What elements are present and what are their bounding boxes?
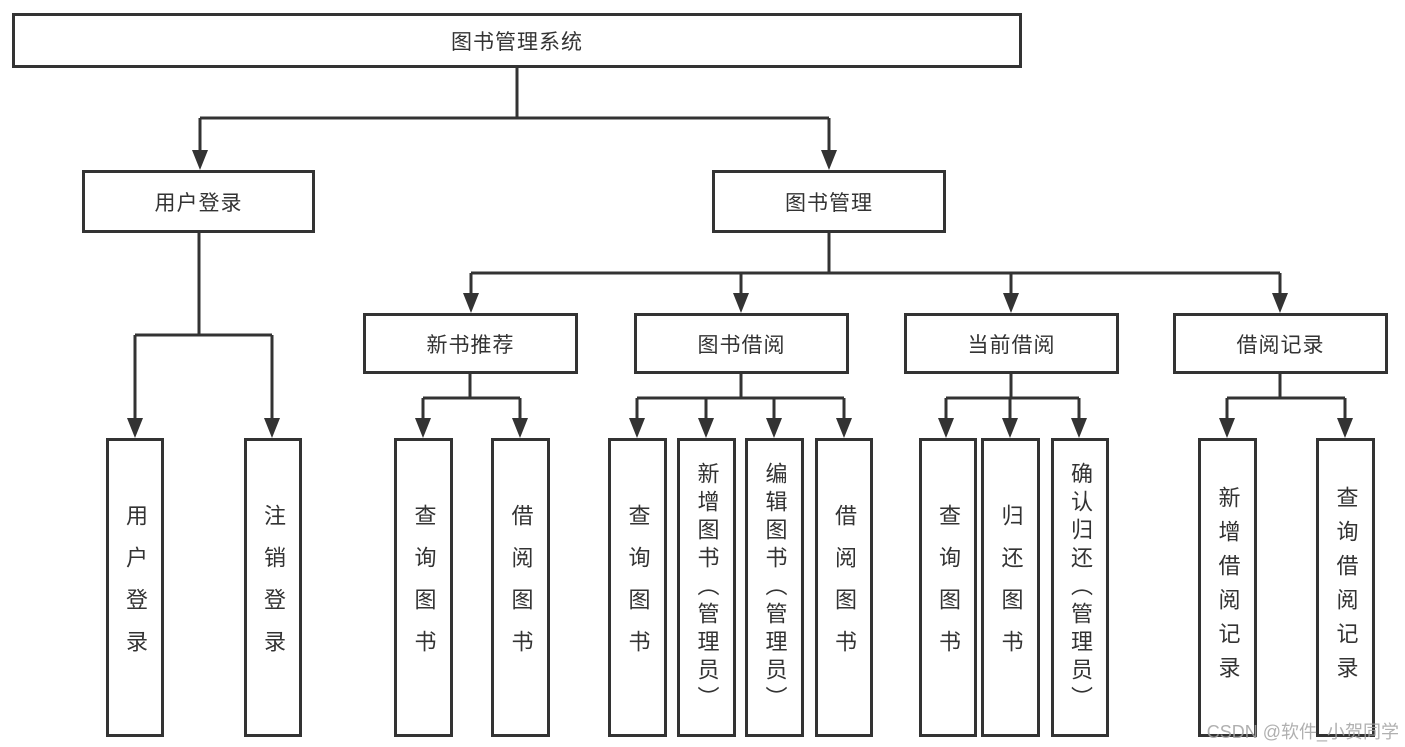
node-root-label: 图书管理系统 [451, 30, 583, 54]
leaf-confirm-return-admin: 确认归还（管理员） [1051, 438, 1109, 737]
leaf-query-books-rec-label: 查询图书 [411, 503, 437, 672]
node-current-borrow-label: 当前借阅 [967, 333, 1056, 357]
leaf-add-books-admin-label: 新增图书（管理员） [694, 461, 720, 714]
node-new-book-recommend-label: 新书推荐 [426, 333, 515, 357]
leaf-confirm-return-admin-label: 确认归还（管理员） [1068, 461, 1093, 714]
node-current-borrow: 当前借阅 [904, 313, 1119, 374]
node-user-login: 用户登录 [82, 170, 315, 233]
node-book-management-label: 图书管理 [785, 191, 873, 215]
node-root-system: 图书管理系统 [12, 13, 1022, 68]
connector-bookmgmt-to-level3 [463, 233, 1288, 313]
node-user-login-label: 用户登录 [154, 191, 243, 215]
leaf-logout-label: 注销登录 [261, 503, 286, 672]
csdn-watermark: CSDN @软件_小贺同学 [1206, 722, 1399, 742]
connector-records-to-leaves [1219, 374, 1353, 438]
leaf-borrow-books-rec-label: 借阅图书 [508, 503, 534, 672]
connector-root-to-level2 [192, 68, 837, 170]
leaf-borrow-books-label: 借阅图书 [832, 503, 857, 672]
leaf-query-books-borrow-label: 查询图书 [625, 503, 651, 672]
leaf-edit-books-admin: 编辑图书（管理员） [745, 438, 804, 737]
leaf-add-borrow-record-label: 新增借阅记录 [1215, 485, 1241, 690]
leaf-query-books-borrow: 查询图书 [608, 438, 667, 737]
leaf-return-books: 归还图书 [981, 438, 1040, 737]
leaf-edit-books-admin-label: 编辑图书（管理员） [762, 461, 788, 714]
connector-current-to-leaves [938, 374, 1087, 438]
node-book-borrow: 图书借阅 [634, 313, 849, 374]
leaf-borrow-books-rec: 借阅图书 [491, 438, 550, 737]
leaf-query-borrow-record-label: 查询借阅记录 [1333, 485, 1359, 690]
leaf-logout: 注销登录 [244, 438, 302, 737]
node-borrow-records-label: 借阅记录 [1236, 333, 1325, 357]
leaf-add-borrow-record: 新增借阅记录 [1198, 438, 1257, 737]
leaf-query-books-rec: 查询图书 [394, 438, 453, 737]
leaf-query-borrow-record: 查询借阅记录 [1316, 438, 1375, 737]
node-borrow-records: 借阅记录 [1173, 313, 1388, 374]
connector-newrec-to-leaves [415, 374, 528, 438]
leaf-return-books-label: 归还图书 [998, 503, 1024, 672]
connector-userlogin-to-leaves [127, 233, 280, 438]
leaf-query-books-current-label: 查询图书 [936, 503, 961, 672]
node-new-book-recommend: 新书推荐 [363, 313, 578, 374]
leaf-add-books-admin: 新增图书（管理员） [677, 438, 736, 737]
leaf-user-login: 用户登录 [106, 438, 164, 737]
node-book-management: 图书管理 [712, 170, 946, 233]
leaf-query-books-current: 查询图书 [919, 438, 977, 737]
node-book-borrow-label: 图书借阅 [697, 333, 786, 357]
leaf-user-login-label: 用户登录 [123, 503, 148, 672]
leaf-borrow-books: 借阅图书 [815, 438, 873, 737]
connector-bookborrow-to-leaves [629, 374, 852, 438]
